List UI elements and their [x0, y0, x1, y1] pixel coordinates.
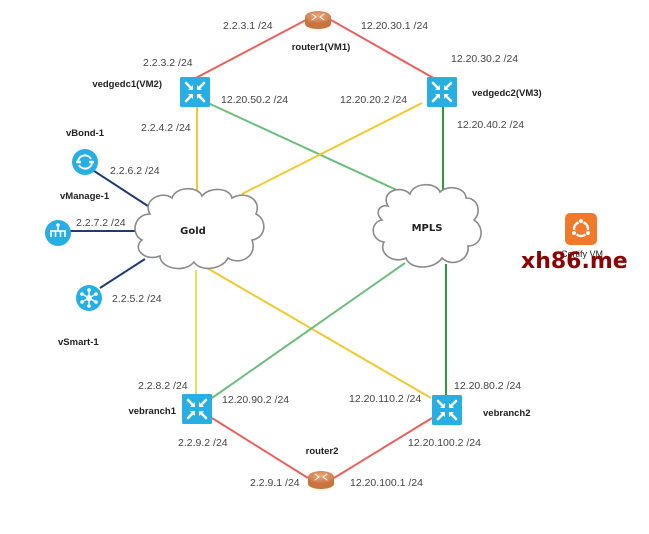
ip-vebranch2-bottom: 12.20.100.2 /24 [408, 437, 481, 449]
vedge-router-icon [178, 75, 212, 109]
vebranch2-label: vebranch2 [483, 408, 531, 419]
watermark-text: xh86.me [521, 249, 628, 274]
vedgedc2-label: vedgedc2(VM3) [472, 88, 542, 99]
mpls-cloud-label: MPLS [412, 223, 443, 234]
ip-vebranch1-top: 2.2.8.2 /24 [138, 380, 188, 392]
ubuntu-vm[interactable] [565, 213, 597, 245]
link-vedgedc2-gold [241, 102, 423, 195]
ip-vebranch1-bottom: 2.2.9.2 /24 [178, 437, 228, 449]
vmanage-icon [45, 220, 71, 246]
vebranch1[interactable] [180, 392, 214, 426]
router-icon [305, 470, 337, 493]
vsmart-label: vSmart-1 [58, 337, 99, 348]
ip-vedgedc2-left: 12.20.20.2 /24 [340, 94, 407, 106]
ip-vedgedc1-bottom: 2.2.4.2 /24 [141, 122, 191, 134]
router2-label: router2 [306, 446, 339, 457]
ip-vedgedc1-right: 12.20.50.2 /24 [221, 94, 288, 106]
vbond[interactable] [72, 149, 98, 175]
ip-labels: 2.2.3.1 /24 12.20.30.1 /24 2.2.3.2 /24 1… [76, 20, 524, 489]
router2[interactable] [305, 470, 337, 493]
link-mpls-vebranch1 [211, 262, 406, 399]
mpls-cloud-shape [372, 183, 482, 268]
ip-vedgedc2-bottom: 12.20.40.2 /24 [457, 119, 524, 131]
vmanage[interactable] [45, 220, 71, 246]
vedge-router-icon [180, 392, 214, 426]
vbond-label: vBond-1 [66, 128, 105, 139]
gold-cloud[interactable]: Gold [134, 187, 265, 270]
vedgedc2[interactable] [425, 75, 459, 109]
ip-vebranch2-top: 12.20.80.2 /24 [454, 380, 521, 392]
ip-vebranch1-right: 12.20.90.2 /24 [222, 394, 289, 406]
vedge-router-icon [430, 393, 464, 427]
router1[interactable] [302, 10, 334, 33]
vedgedc1-label: vedgedc1(VM2) [92, 79, 162, 90]
mpls-cloud[interactable]: MPLS [372, 183, 482, 268]
vedgedc1[interactable] [178, 75, 212, 109]
link-vbond-gold [87, 166, 152, 209]
ip-router2-right: 12.20.100.1 /24 [350, 477, 423, 489]
vmanage-label: vManage-1 [60, 191, 110, 202]
ip-vmanage: 2.2.7.2 /24 [76, 217, 126, 229]
router1-label: router1(VM1) [292, 42, 351, 53]
ip-vedgedc2-top: 12.20.30.2 /24 [451, 53, 518, 65]
router-icon [302, 10, 334, 33]
gold-cloud-label: Gold [180, 226, 206, 237]
ip-vbond: 2.2.6.2 /24 [110, 165, 160, 177]
ip-vedgedc1-top: 2.2.3.2 /24 [143, 57, 193, 69]
link-vedgedc1-mpls [207, 102, 415, 199]
link-vedgedc1-router1 [191, 19, 307, 81]
ip-router2-left: 2.2.9.1 /24 [250, 477, 300, 489]
link-vsmart-gold [99, 258, 146, 289]
vbond-icon [72, 149, 98, 175]
gold-cloud-shape [134, 187, 265, 270]
ubuntu-icon [565, 213, 597, 245]
vsmart[interactable] [76, 285, 102, 311]
vebranch1-label: vebranch1 [128, 406, 176, 417]
link-gold-vebranch2 [206, 267, 432, 399]
ip-vebranch2-left: 12.20.110.2 /24 [349, 393, 421, 405]
ip-router1-right: 12.20.30.1 /24 [361, 20, 428, 32]
ip-router1-left: 2.2.3.1 /24 [223, 20, 273, 32]
ubuntu-vm-label: Certify VM [561, 249, 603, 259]
vebranch2[interactable] [430, 393, 464, 427]
link-router2-vebranch2 [333, 417, 433, 479]
link-vebranch1-router2 [211, 417, 309, 479]
ip-vsmart: 2.2.5.2 /24 [112, 293, 162, 305]
link-router1-vedgedc2 [330, 19, 438, 81]
links-layer [70, 19, 447, 479]
vedge-router-icon [425, 75, 459, 109]
